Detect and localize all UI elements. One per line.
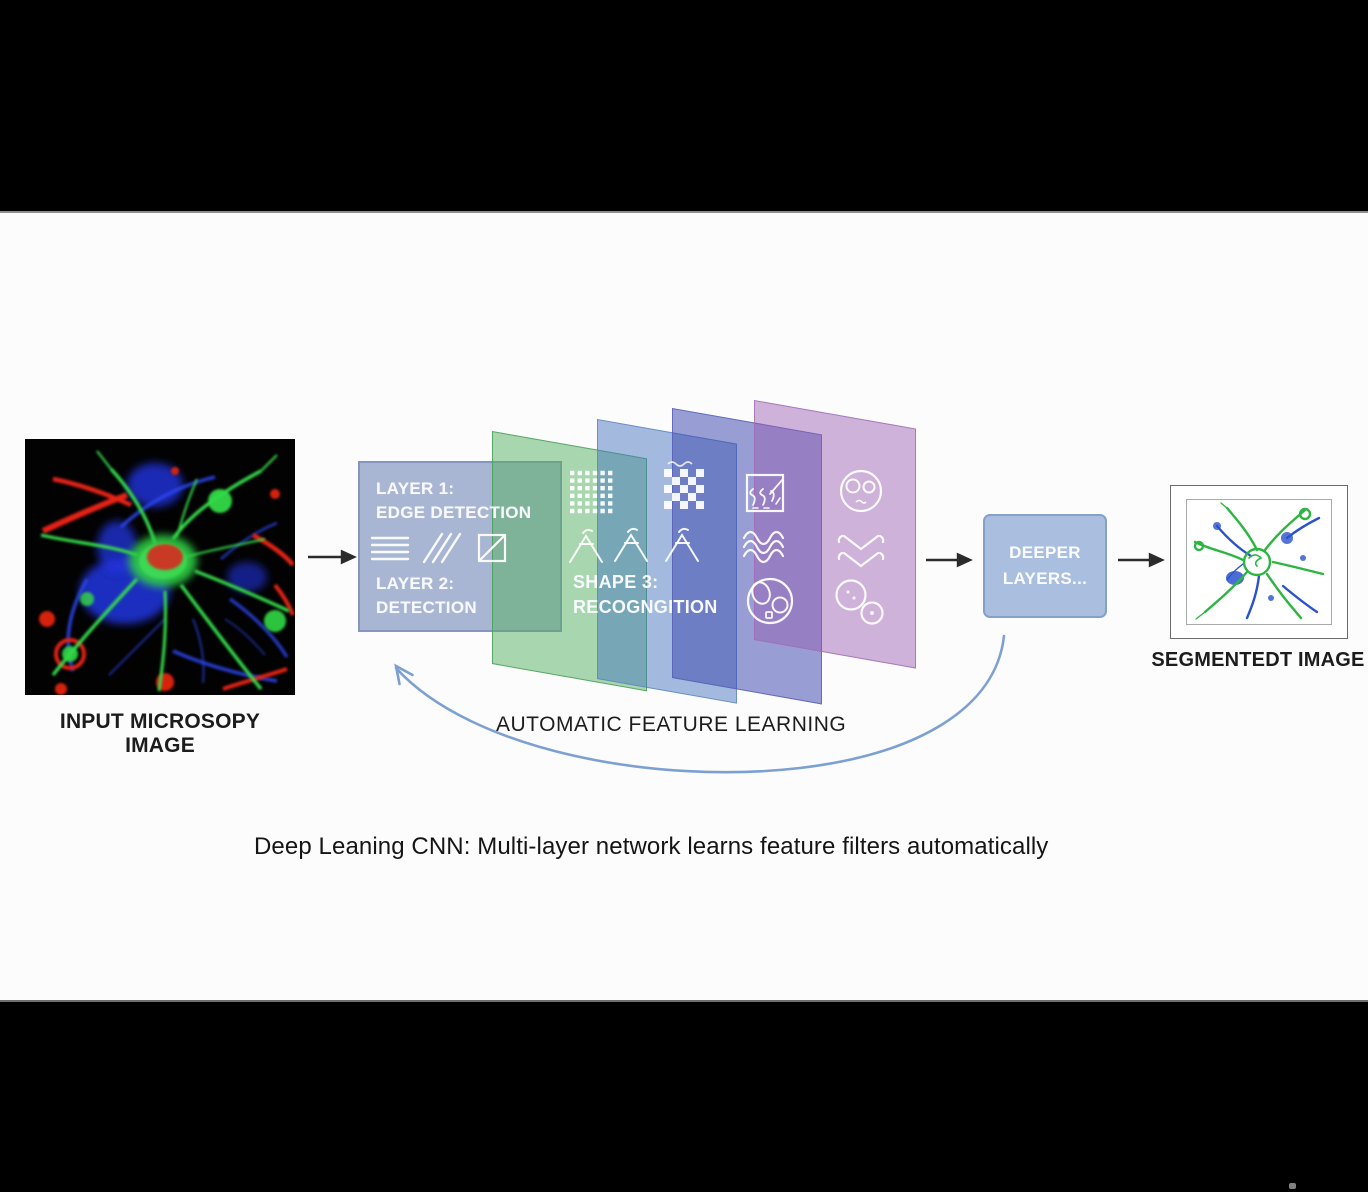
shape-label: SHAPE 3: RECOGNGITION xyxy=(573,570,718,620)
layer1-title: LAYER 1: xyxy=(376,479,455,498)
red-nucleus xyxy=(147,544,183,570)
deeper-line2: LAYERS... xyxy=(1002,569,1088,588)
shape-sub: RECOGNGITION xyxy=(573,597,718,617)
segmented-blue xyxy=(1213,516,1321,620)
blue-neurites xyxy=(66,463,289,684)
layer1-sub: EDGE DETECTION xyxy=(376,503,532,522)
input-image-label: INPUT MICROSOPY IMAGE xyxy=(59,710,261,757)
segmented-image-box xyxy=(1170,485,1348,639)
segmented-image-label: SEGMENTEDT IMAGE xyxy=(1151,649,1365,671)
slide-content: LAYER 1: EDGE DETECTION LAYER 2: DETECTION… xyxy=(0,211,1368,1002)
input-microscopy-image xyxy=(25,439,295,695)
shape-title: SHAPE 3: xyxy=(573,572,659,592)
segmented-green xyxy=(1193,502,1325,620)
arc-arrowhead xyxy=(394,663,414,686)
deeper-layers-box: DEEPER LAYERS... xyxy=(983,514,1107,618)
arrow-input-to-layers xyxy=(308,549,357,565)
feature-panel-purple xyxy=(754,400,916,669)
letterbox-bottom xyxy=(0,1002,1368,1192)
layer1-label: LAYER 1: EDGE DETECTION xyxy=(376,477,531,525)
letterbox-top xyxy=(0,0,1368,211)
layer2-label: LAYER 2: DETECTION xyxy=(376,572,477,620)
slide-caption: Deep Leaning CNN: Multi-layer network le… xyxy=(254,833,1049,860)
arrow-deeper-to-output xyxy=(1118,552,1165,568)
player-speck xyxy=(1289,1183,1296,1189)
red-fibers xyxy=(39,467,295,695)
deeper-line1: DEEPER xyxy=(1009,543,1081,562)
arrow-layers-to-deeper xyxy=(926,552,973,568)
layer2-title: LAYER 2: xyxy=(376,574,455,593)
automatic-feature-learning-label: AUTOMATIC FEATURE LEARNING xyxy=(496,713,847,736)
segmented-image xyxy=(1186,499,1332,625)
layer2-sub: DETECTION xyxy=(376,598,477,617)
